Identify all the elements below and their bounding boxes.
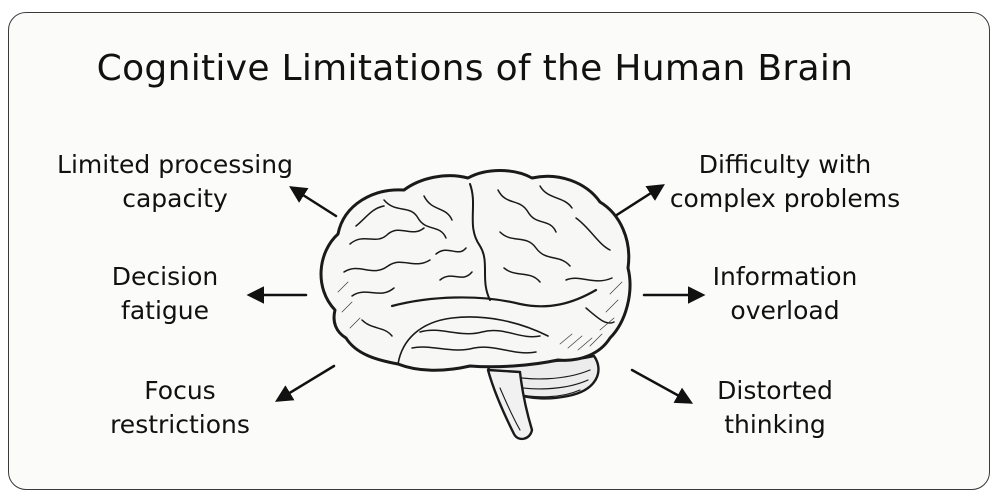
brain-icon — [319, 169, 632, 441]
label-focus-restrictions: Focus restrictions — [90, 374, 270, 442]
label-line: Limited processing — [57, 150, 293, 179]
label-decision-fatigue: Decision fatigue — [80, 260, 250, 328]
label-distorted-thinking: Distorted thinking — [690, 374, 860, 442]
arrow-icon — [630, 368, 694, 404]
label-line: fatigue — [121, 296, 209, 325]
label-difficulty-complex-problems: Difficulty with complex problems — [660, 148, 910, 216]
arrow-icon — [275, 364, 336, 402]
label-line: Information — [712, 262, 858, 291]
label-information-overload: Information overload — [690, 260, 880, 328]
label-line: restrictions — [110, 410, 250, 439]
arrow-icon — [610, 184, 665, 220]
arrow-icon — [289, 186, 338, 218]
label-line: Distorted — [717, 376, 833, 405]
label-line: Difficulty with — [698, 150, 872, 179]
diagram-title: Cognitive Limitations of the Human Brain — [96, 48, 854, 89]
label-line: complex problems — [669, 184, 901, 213]
label-line: Decision — [111, 262, 219, 291]
label-line: overload — [730, 296, 840, 325]
label-line: Focus — [144, 376, 216, 405]
label-limited-processing-capacity: Limited processing capacity — [50, 148, 300, 216]
label-line: capacity — [122, 184, 228, 213]
label-line: thinking — [724, 410, 826, 439]
